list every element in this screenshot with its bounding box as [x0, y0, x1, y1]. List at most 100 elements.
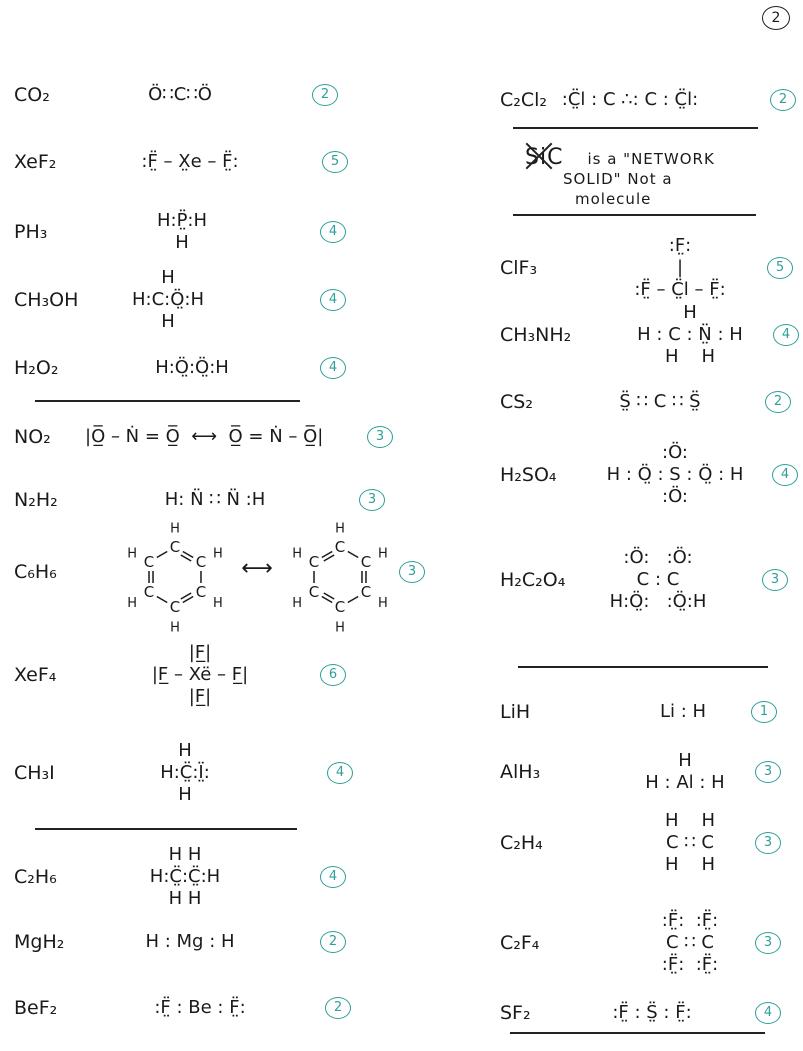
lewis-structure: S̤̈ ∷ C ∷ S̤̈	[550, 391, 770, 413]
molecular-formula: XeF₄	[14, 664, 57, 686]
electron-domain-count: 2	[320, 931, 346, 953]
structure-line: C : C	[636, 569, 680, 590]
structure-line: H	[175, 232, 189, 253]
carbon-atom: C	[309, 583, 319, 601]
electron-domain-count: 5	[322, 151, 348, 173]
lewis-structure: :C̤̈l : C ∴: C : C̤̈l:	[520, 89, 740, 111]
lewis-structure: Li : H	[573, 701, 793, 723]
structure-line: H	[161, 267, 175, 288]
molecular-formula: C₂H₆	[14, 866, 57, 888]
molecular-formula: CH₃OH	[14, 289, 79, 311]
molecular-formula: H₂C₂O₄	[500, 569, 566, 591]
note-line: is a "NETWORK	[587, 150, 715, 168]
structure-line: :F̤̈ : Be : F̤̈:	[154, 997, 246, 1018]
electron-domain-count: 4	[772, 464, 798, 486]
lewis-structure: H: N̈ ∷ N̈ :H	[105, 489, 325, 511]
lewis-structure: :Ö:H : Ö̤ : S : Ö̤ : H:Ö:	[565, 442, 785, 508]
electron-domain-count: 3	[367, 426, 393, 448]
hydrogen-atom: H	[378, 596, 388, 611]
structure-line: H:P̤̈:H	[156, 210, 208, 231]
electron-domain-count: 4	[773, 324, 799, 346]
structure-line: H:C̤̈:Ï̤:	[160, 762, 210, 783]
struck-formula: SiC	[525, 145, 564, 170]
electron-domain-count: 2	[325, 997, 351, 1019]
divider	[518, 666, 768, 668]
double-bond	[180, 592, 192, 600]
hydrogen-atom: H	[335, 621, 345, 636]
single-bond	[347, 595, 359, 604]
electron-domain-count: 3	[359, 489, 385, 511]
lewis-structure: Ö∷C∷Ö	[70, 84, 290, 106]
hydrogen-atom: H	[292, 546, 302, 561]
lewis-structure: :F̤:|:F̤̈ – C̤̈l – F̤̈:	[570, 235, 790, 301]
carbon-atom: C	[144, 553, 154, 571]
electron-domain-count: 3	[399, 561, 425, 583]
carbon-atom: C	[361, 583, 371, 601]
molecular-formula: C₂H₄	[500, 832, 543, 854]
double-bond	[321, 550, 333, 559]
carbon-atom: C	[335, 538, 345, 556]
molecular-formula: H₂SO₄	[500, 464, 557, 486]
carbon-atom: C	[196, 553, 206, 571]
molecular-formula: CO₂	[14, 84, 50, 106]
structure-line: H:C:Ö̤:H	[132, 289, 204, 310]
divider	[513, 214, 756, 216]
note-line: SOLID" Not a	[563, 170, 673, 188]
lewis-structure: H:Ö̤:Ö̤:H	[82, 357, 302, 379]
electron-domain-count: 4	[320, 357, 346, 379]
molecular-formula: C₂Cl₂	[500, 89, 548, 111]
structure-line: :Ö:	[662, 442, 688, 463]
electron-domain-count: 1	[751, 701, 777, 723]
electron-domain-count: 4	[755, 1002, 781, 1024]
hydrogen-atom: H	[378, 546, 388, 561]
hydrogen-atom: H	[127, 596, 137, 611]
carbon-atom: C	[144, 583, 154, 601]
structure-line: H: N̈ ∷ N̈ :H	[164, 489, 266, 510]
hydrogen-atom: H	[127, 546, 137, 561]
lewis-structure: |O̲̅ – Ṅ = O̲̅ ⟷ O̲̅ = Ṅ – O̲̅|	[85, 426, 323, 448]
double-bond	[182, 595, 194, 604]
electron-domain-count: 6	[320, 664, 346, 686]
hydrogen-atom: H	[170, 522, 180, 537]
resonance-arrow: ⟷	[241, 556, 273, 581]
molecular-formula: LiH	[500, 701, 531, 723]
single-bond	[156, 595, 168, 604]
molecular-formula: N₂H₂	[14, 489, 58, 511]
double-bond	[180, 554, 192, 562]
structure-line: H H	[665, 854, 715, 875]
molecular-formula: C₆H₆	[14, 561, 57, 583]
structure-line: H	[678, 750, 692, 771]
divider	[35, 828, 297, 830]
structure-line: H H	[168, 888, 202, 909]
molecular-formula: CH₃NH₂	[500, 324, 572, 346]
molecular-formula: SF₂	[500, 1002, 531, 1024]
double-bond	[321, 595, 333, 604]
double-bond	[182, 550, 194, 559]
lewis-structure: H : Mg : H	[80, 931, 300, 953]
molecular-formula: PH₃	[14, 221, 48, 243]
electron-domain-count: 4	[320, 866, 346, 888]
molecular-formula: NO₂	[14, 426, 51, 448]
note-line: molecule	[575, 190, 652, 208]
electron-domain-count: 3	[755, 761, 781, 783]
carbon-atom: C	[335, 598, 345, 616]
structure-line: H	[178, 784, 192, 805]
electron-domain-count: 3	[762, 569, 788, 591]
carbon-atom: C	[309, 553, 319, 571]
molecular-formula: CS₂	[500, 391, 533, 413]
double-bond	[323, 592, 335, 600]
structure-line: |F̲|	[188, 686, 212, 707]
carbon-atom: C	[170, 598, 180, 616]
structure-line: H:C̤̈:C̤̈:H	[149, 866, 221, 887]
structure-line: H	[161, 311, 175, 332]
molecular-formula: BeF₂	[14, 997, 58, 1019]
structure-line: H:Ö̤:Ö̤:H	[155, 357, 229, 378]
electron-domain-count: 5	[767, 257, 793, 279]
structure-line: :F̤:	[668, 235, 692, 256]
lewis-structure: :F̤̈ – X̤e – F̤̈:	[80, 151, 300, 173]
electron-domain-count: 4	[320, 289, 346, 311]
